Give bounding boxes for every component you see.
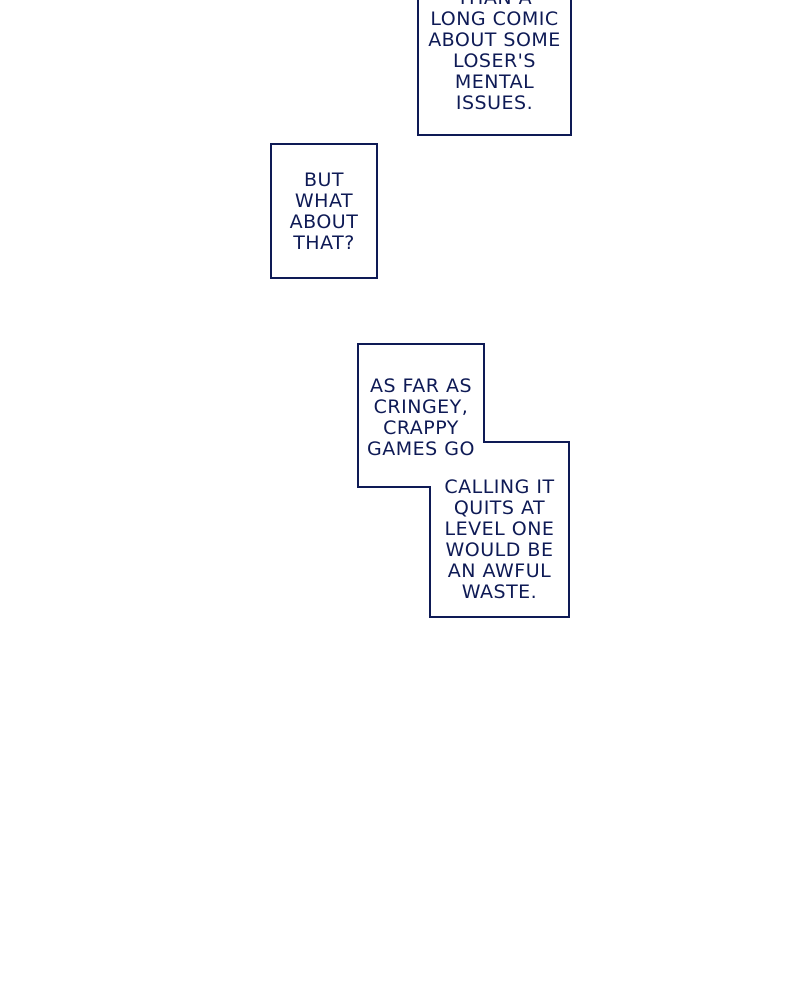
caption-line: AS FAR AS: [369, 375, 473, 397]
caption-line: THAN A: [417, 0, 572, 9]
caption-line: THAT?: [293, 232, 355, 254]
caption-line: CRINGEY,: [373, 396, 469, 418]
caption-line: MENTAL: [454, 71, 535, 93]
caption-line: GAMES GO: [367, 438, 475, 460]
caption-line: WHAT: [294, 190, 354, 212]
caption-box-middle: [270, 143, 378, 279]
caption-box-top: [417, 0, 572, 136]
caption-line: LEVEL ONE: [444, 518, 555, 540]
caption-text-middle: BUT WHAT ABOUT THAT?: [270, 170, 378, 254]
caption-line: WASTE.: [461, 581, 538, 603]
caption-line: ABOUT: [289, 211, 359, 233]
caption-line: AN AWFUL: [447, 560, 552, 582]
caption-line: CALLING IT: [444, 476, 555, 498]
caption-line: LOSER'S: [453, 50, 536, 72]
caption-box-outline: [357, 343, 570, 618]
caption-line: ISSUES.: [455, 92, 534, 114]
caption-text-lower-left: AS FAR AS CRINGEY, CRAPPY GAMES GO: [358, 376, 484, 460]
caption-text-top: THAN A LONG COMIC ABOUT SOME LOSER'S MEN…: [417, 0, 572, 114]
caption-text-lower-right: CALLING IT QUITS AT LEVEL ONE WOULD BE A…: [430, 477, 569, 603]
caption-line: ABOUT SOME: [428, 29, 561, 51]
caption-line: WOULD BE: [445, 539, 554, 561]
caption-line: CRAPPY: [383, 417, 459, 439]
caption-line: LONG COMIC: [430, 8, 559, 30]
caption-line: BUT: [303, 169, 345, 191]
caption-line: QUITS AT: [453, 497, 546, 519]
